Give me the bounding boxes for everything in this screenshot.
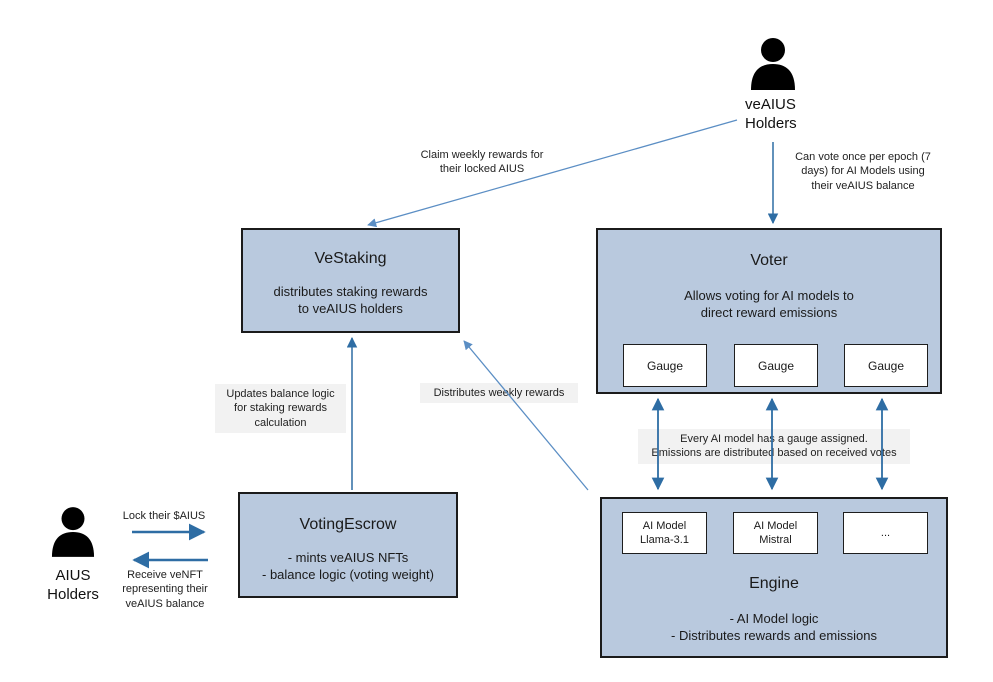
aius-holders-person-icon [51, 507, 95, 557]
voting-escrow-title: VotingEscrow [299, 516, 397, 533]
engine-body: - AI Model logic - Distributes rewards a… [671, 611, 877, 643]
label-receive-venft: Receive veNFT representing their veAIUS … [122, 569, 208, 610]
gauge-box-1: Gauge [623, 344, 707, 387]
node-vestaking: VeStaking distributes staking rewards to… [241, 228, 460, 333]
node-voter: Voter Allows voting for AI models to dir… [596, 228, 942, 394]
label-claim-rewards: Claim weekly rewards for their locked AI… [420, 149, 544, 176]
edge-distributes-weekly [463, 340, 589, 491]
voter-title: Voter [750, 252, 788, 269]
gauge-box-2: Gauge [734, 344, 818, 387]
ai-model-box-mistral: AI Model Mistral [733, 512, 818, 554]
engine-title: Engine [749, 575, 799, 592]
veaius-holders-label: veAIUS Holders [745, 96, 797, 132]
label-updates-balance-logic: Updates balance logic for staking reward… [215, 384, 346, 433]
vestaking-title: VeStaking [314, 250, 387, 267]
voting-escrow-body: - mints veAIUS NFTs - balance logic (vot… [262, 550, 434, 582]
label-lock-aius: Lock their $AIUS [122, 510, 206, 522]
ai-model-box-llama: AI Model Llama-3.1 [622, 512, 707, 554]
label-vote-per-epoch: Can vote once per epoch (7 days) for AI … [795, 151, 931, 192]
voter-body: Allows voting for AI models to direct re… [684, 288, 854, 320]
vestaking-body: distributes staking rewards to veAIUS ho… [273, 284, 428, 316]
veaius-holders-person-icon [751, 38, 795, 90]
gauge-box-3: Gauge [844, 344, 928, 387]
label-distributes-weekly-rewards: Distributes weekly rewards [420, 383, 578, 404]
node-engine: AI Model Llama-3.1 AI Model Mistral ... … [600, 497, 948, 658]
node-voting-escrow: VotingEscrow - mints veAIUS NFTs - balan… [238, 492, 458, 598]
label-gauge-note: Every AI model has a gauge assigned. Emi… [638, 429, 910, 464]
ai-model-box-more: ... [843, 512, 928, 554]
aius-holders-label: AIUS Holders [47, 567, 99, 603]
